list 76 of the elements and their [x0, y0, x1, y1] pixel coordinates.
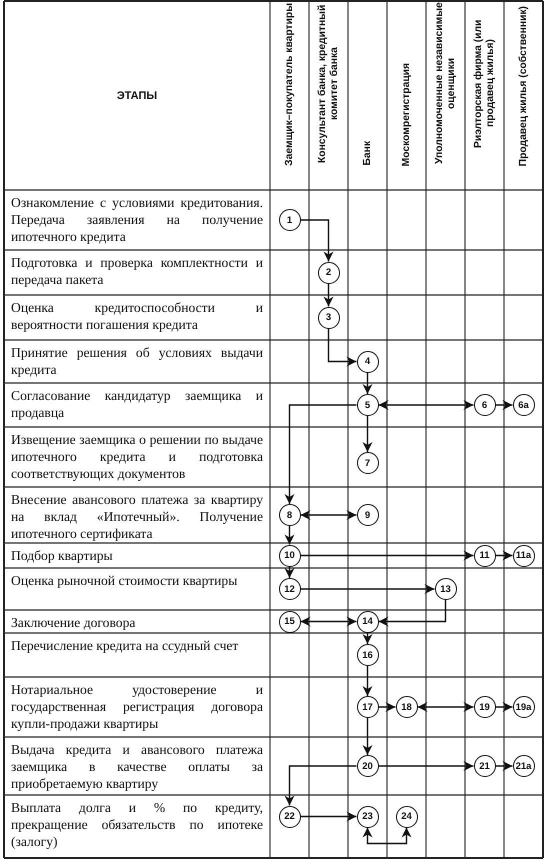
- arrow: [378, 702, 396, 712]
- step-circle: 21: [474, 755, 496, 777]
- step-circle: 2: [318, 262, 340, 284]
- stage-text: Принятие решения об условиях выдачи кредита: [10, 344, 264, 379]
- arrow: [300, 584, 434, 594]
- column-header: ЭТАПЫ: [116, 90, 158, 102]
- stage-text: Выплата долга и % по кредиту, прекращение обязательств по ипотеке (залогу): [10, 799, 264, 851]
- stage-text: Ознакомление с условиями кредитования. Передача заявления на получение ипотечного кредита: [10, 194, 264, 246]
- step-circle: 22: [278, 806, 300, 828]
- column-header: Москомрегистрация: [400, 62, 412, 166]
- stage-text: Внесение авансового платежа за квартиру на вклад «Ипотечный». Получение ипотечного сертификата: [10, 491, 264, 543]
- step-circle: 10: [278, 544, 300, 566]
- double-arrow: [378, 400, 474, 410]
- step-circle: 12: [278, 578, 300, 600]
- column-header: Заемщик–покупатель квартиры: [284, 3, 296, 166]
- column-header: Банк: [362, 141, 374, 166]
- arrow: [284, 404, 356, 504]
- stage-text: Нотариальное удостоверение и государственная регистрация договора купли-продажи квартиры: [10, 681, 264, 733]
- step-circle: 11а: [512, 544, 534, 566]
- step-circle: 8: [278, 504, 300, 526]
- step-circle: 23: [356, 806, 378, 828]
- step-circle: 3: [318, 306, 340, 328]
- arrow: [362, 372, 372, 394]
- step-circle: 7: [356, 452, 378, 474]
- stage-text: Выдача кредита и авансового платежа заемщика в качестве оплаты за приобретаемую квартиру: [10, 741, 264, 793]
- column-header: Риэлторская фирма (или продавец жилья): [472, 18, 496, 150]
- step-circle: 6а: [512, 394, 534, 416]
- arrow: [496, 550, 512, 560]
- step-circle: 16: [356, 644, 378, 666]
- step-circle: 15: [278, 610, 300, 632]
- double-arrow: [418, 702, 474, 712]
- arrow: [362, 416, 372, 452]
- arrow: [496, 400, 512, 410]
- double-arrow: [300, 510, 356, 520]
- column-header: Уполномоченные независимые оценщики: [434, 2, 458, 166]
- double-arrow: [300, 616, 356, 626]
- step-circle: 19: [474, 696, 496, 718]
- step-circle: 20: [356, 755, 378, 777]
- arrow: [324, 284, 334, 306]
- arrow: [300, 550, 474, 560]
- step-circle: 6: [474, 394, 496, 416]
- arrow: [496, 702, 512, 712]
- arrow: [496, 761, 512, 771]
- column-header: Консультант банка, кредитный комитет банка: [316, 3, 340, 165]
- step-circle: 1: [278, 209, 300, 231]
- arrow: [284, 765, 356, 806]
- arrow: [362, 632, 372, 644]
- arrow: [362, 718, 372, 755]
- step-circle: 24: [396, 806, 418, 828]
- step-circle: 14: [356, 610, 378, 632]
- arrow: [362, 666, 372, 696]
- step-circle: 21а: [512, 755, 534, 777]
- arrow: [284, 566, 294, 578]
- stage-text: Подготовка и проверка комплектности и передача пакета: [10, 254, 264, 289]
- arrow: [300, 219, 334, 262]
- step-circle: 11: [474, 544, 496, 566]
- arrow: [300, 812, 356, 822]
- arrow: [284, 526, 294, 544]
- step-circle: 13: [434, 578, 456, 600]
- stage-text: Оценка кредитоспособности и вероятности погашения кредита: [10, 299, 264, 334]
- stage-text: Извещение заемщика о решении по выдаче ипотечного кредита и подготовка соответствующих документов: [10, 431, 264, 483]
- arrow: [378, 600, 446, 626]
- stage-text: Подбор квартиры: [10, 547, 114, 565]
- column-header: Продавец жилья (собственник): [518, 6, 530, 166]
- stage-text: Заключение договора: [10, 614, 136, 632]
- step-circle: 19а: [512, 696, 534, 718]
- step-circle: 9: [356, 504, 378, 526]
- double-arrow: [362, 828, 412, 844]
- stage-text: Оценка рыночной стоимости квартиры: [10, 572, 238, 590]
- stage-text: Согласование кандидатур заемщика и продавца: [10, 387, 264, 422]
- step-circle: 5: [356, 394, 378, 416]
- step-circle: 4: [356, 350, 378, 372]
- arrow: [378, 761, 474, 771]
- step-circle: 18: [396, 696, 418, 718]
- stage-text: Перечисление кредита на ссудный счет: [10, 637, 240, 655]
- step-circle: 17: [356, 696, 378, 718]
